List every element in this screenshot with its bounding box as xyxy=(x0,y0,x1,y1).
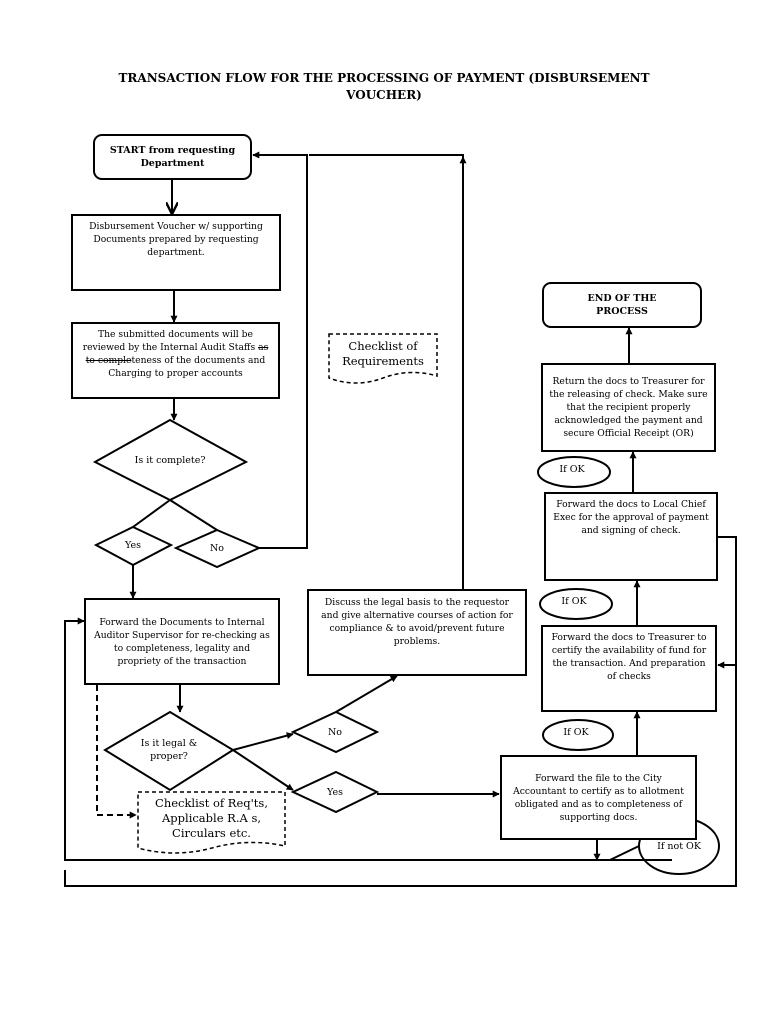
chief-exec-box: Forward the docs to Local Chief Exec for… xyxy=(544,492,718,581)
if-ok1-label: If OK xyxy=(563,727,589,738)
arrow-chief-side-return xyxy=(717,536,737,669)
decision-no1-label: No xyxy=(209,542,225,554)
page-title: TRANSACTION FLOW FOR THE PROCESSING OF P… xyxy=(118,71,650,102)
decision-no2-shape xyxy=(290,710,380,754)
line-outer-bottom xyxy=(64,870,736,887)
start-node: START from requesting Department xyxy=(93,134,252,180)
dashed-supervisor-to-checklist xyxy=(96,685,137,819)
connectors xyxy=(64,151,737,887)
if-ok3-label: If OK xyxy=(559,464,585,475)
if-not-ok-label: If not OK xyxy=(657,840,701,852)
checklist-requirements: Checklist of Requirements xyxy=(342,339,424,368)
decision-legal-shape xyxy=(103,710,235,792)
decision-complete-label: Is it complete? xyxy=(134,454,206,466)
arrow-legal-to-no xyxy=(232,732,294,751)
supervisor-box: Forward the Documents to Internal Audito… xyxy=(84,598,280,685)
checklist1-shape xyxy=(328,333,438,384)
city-accountant-box: Forward the file to the City Accountant … xyxy=(500,755,697,840)
checklist-reqts-ras: Checklist of Req'ts, Applicable R.A s, C… xyxy=(155,795,268,840)
arrow-legal-to-yes xyxy=(232,749,294,791)
arrow-no-to-discuss xyxy=(335,675,398,713)
checklist2-shape xyxy=(137,791,286,854)
if-ok3-shape xyxy=(537,456,611,488)
decision-no1-shape xyxy=(173,528,262,569)
treasurer-certify-box: Forward the docs to Treasurer to certify… xyxy=(541,625,717,712)
line-decision-to-no xyxy=(169,499,218,531)
review-docs-box: The submitted documents will be reviewed… xyxy=(71,322,280,399)
decision-legal-label: Is it legal & proper? xyxy=(140,738,198,762)
if-ok1-shape xyxy=(542,719,614,751)
decision-yes1-label: Yes xyxy=(125,539,141,551)
decision-no2-label: No xyxy=(327,726,343,738)
arrow-ifnotok-connector xyxy=(609,845,640,861)
arrow-no-back-to-start xyxy=(252,151,308,549)
decision-yes2-label: Yes xyxy=(327,786,343,798)
return-treasurer-box: Return the docs to Treasurer for the rel… xyxy=(541,363,716,452)
arrow-discuss-back-to-start xyxy=(309,154,464,590)
prepare-voucher-box: Disbursement Voucher w/ supporting Docum… xyxy=(71,214,281,291)
end-node: END OF THE PROCESS xyxy=(542,282,702,328)
arrow-return-loop-supervisor xyxy=(64,617,672,861)
discuss-legal-box: Discuss the legal basis to the requestor… xyxy=(307,589,527,676)
shapes xyxy=(92,333,720,875)
if-ok2-label: If OK xyxy=(561,596,587,607)
line-decision-to-yes xyxy=(132,499,171,528)
decision-yes2-shape xyxy=(290,770,380,814)
if-ok2-shape xyxy=(539,588,613,620)
